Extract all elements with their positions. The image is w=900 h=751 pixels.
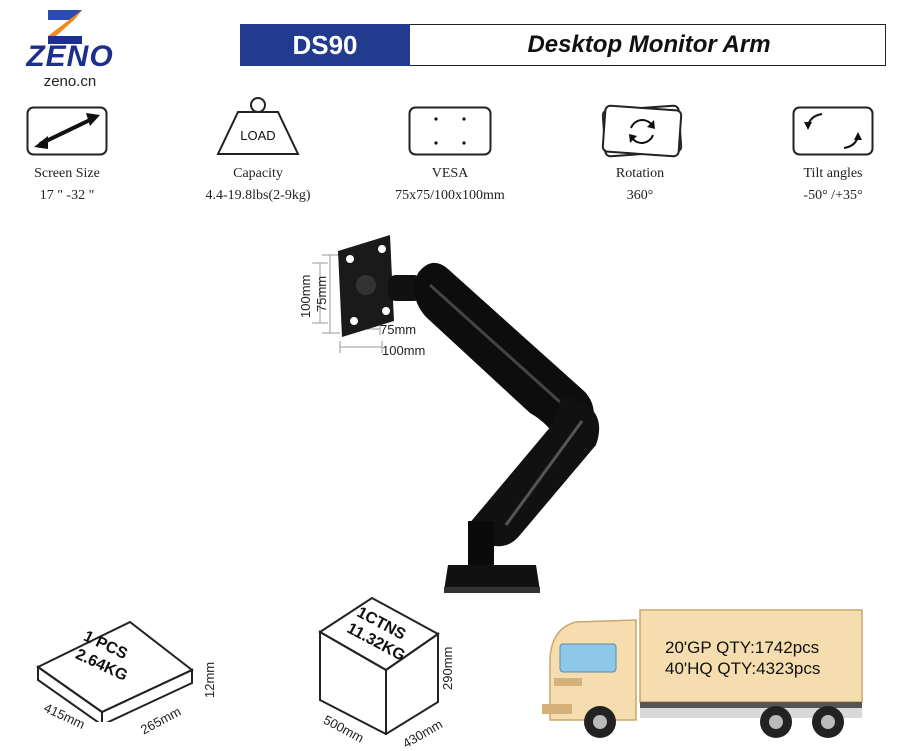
gp-qty-label: 20'GP QTY: <box>665 638 755 657</box>
spec-label-vesa: VESA <box>431 166 469 181</box>
truck-image <box>542 609 863 738</box>
tilt-angle-icon <box>792 106 874 156</box>
spec-value-rotation: 360° <box>626 188 654 203</box>
single-box-icon <box>36 620 194 722</box>
carton-box-icon <box>318 596 440 735</box>
monitor-arm-image <box>312 235 600 593</box>
hq-container-qty: 40'HQ QTY:4323pcs <box>665 659 820 679</box>
single-box-height: 12mm <box>202 661 217 698</box>
spec-value-tilt: -50° /+35° <box>803 188 863 203</box>
spec-label-tilt: Tilt angles <box>803 166 863 181</box>
zeno-logo-icon <box>48 10 82 44</box>
screen-size-icon <box>26 106 108 156</box>
rotation-icon <box>601 104 683 158</box>
spec-value-screen-size: 17 " -32 " <box>39 188 95 203</box>
spec-label-capacity: Capacity <box>233 166 283 181</box>
load-weight-icon: LOAD <box>216 97 300 155</box>
carton-height: 290mm <box>440 646 455 690</box>
spec-label-screen-size: Screen Size <box>34 166 100 181</box>
spec-label-rotation: Rotation <box>615 166 665 181</box>
spec-value-vesa: 75x75/100x100mm <box>395 188 505 203</box>
load-icon-text: LOAD <box>240 128 275 143</box>
hq-qty-value: 4323pcs <box>756 659 821 678</box>
brand-name: ZENO <box>26 40 114 73</box>
vesa-height-outer-label: 100mm <box>298 274 313 318</box>
vesa-width-outer-label: 100mm <box>382 343 426 358</box>
hq-qty-label: 40'HQ QTY: <box>665 659 757 678</box>
vesa-width-inner-label: 75mm <box>380 322 417 337</box>
product-title: Desktop Monitor Arm <box>527 31 771 58</box>
vesa-pattern-icon <box>408 106 492 156</box>
spec-value-capacity: 4.4-19.8lbs(2-9kg) <box>205 188 311 203</box>
gp-container-qty: 20'GP QTY:1742pcs <box>665 638 819 658</box>
brand-url: zeno.cn <box>43 73 97 90</box>
gp-qty-value: 1742pcs <box>754 638 820 657</box>
model-number: DS90 <box>240 24 410 66</box>
vesa-height-inner-label: 75mm <box>314 275 329 312</box>
